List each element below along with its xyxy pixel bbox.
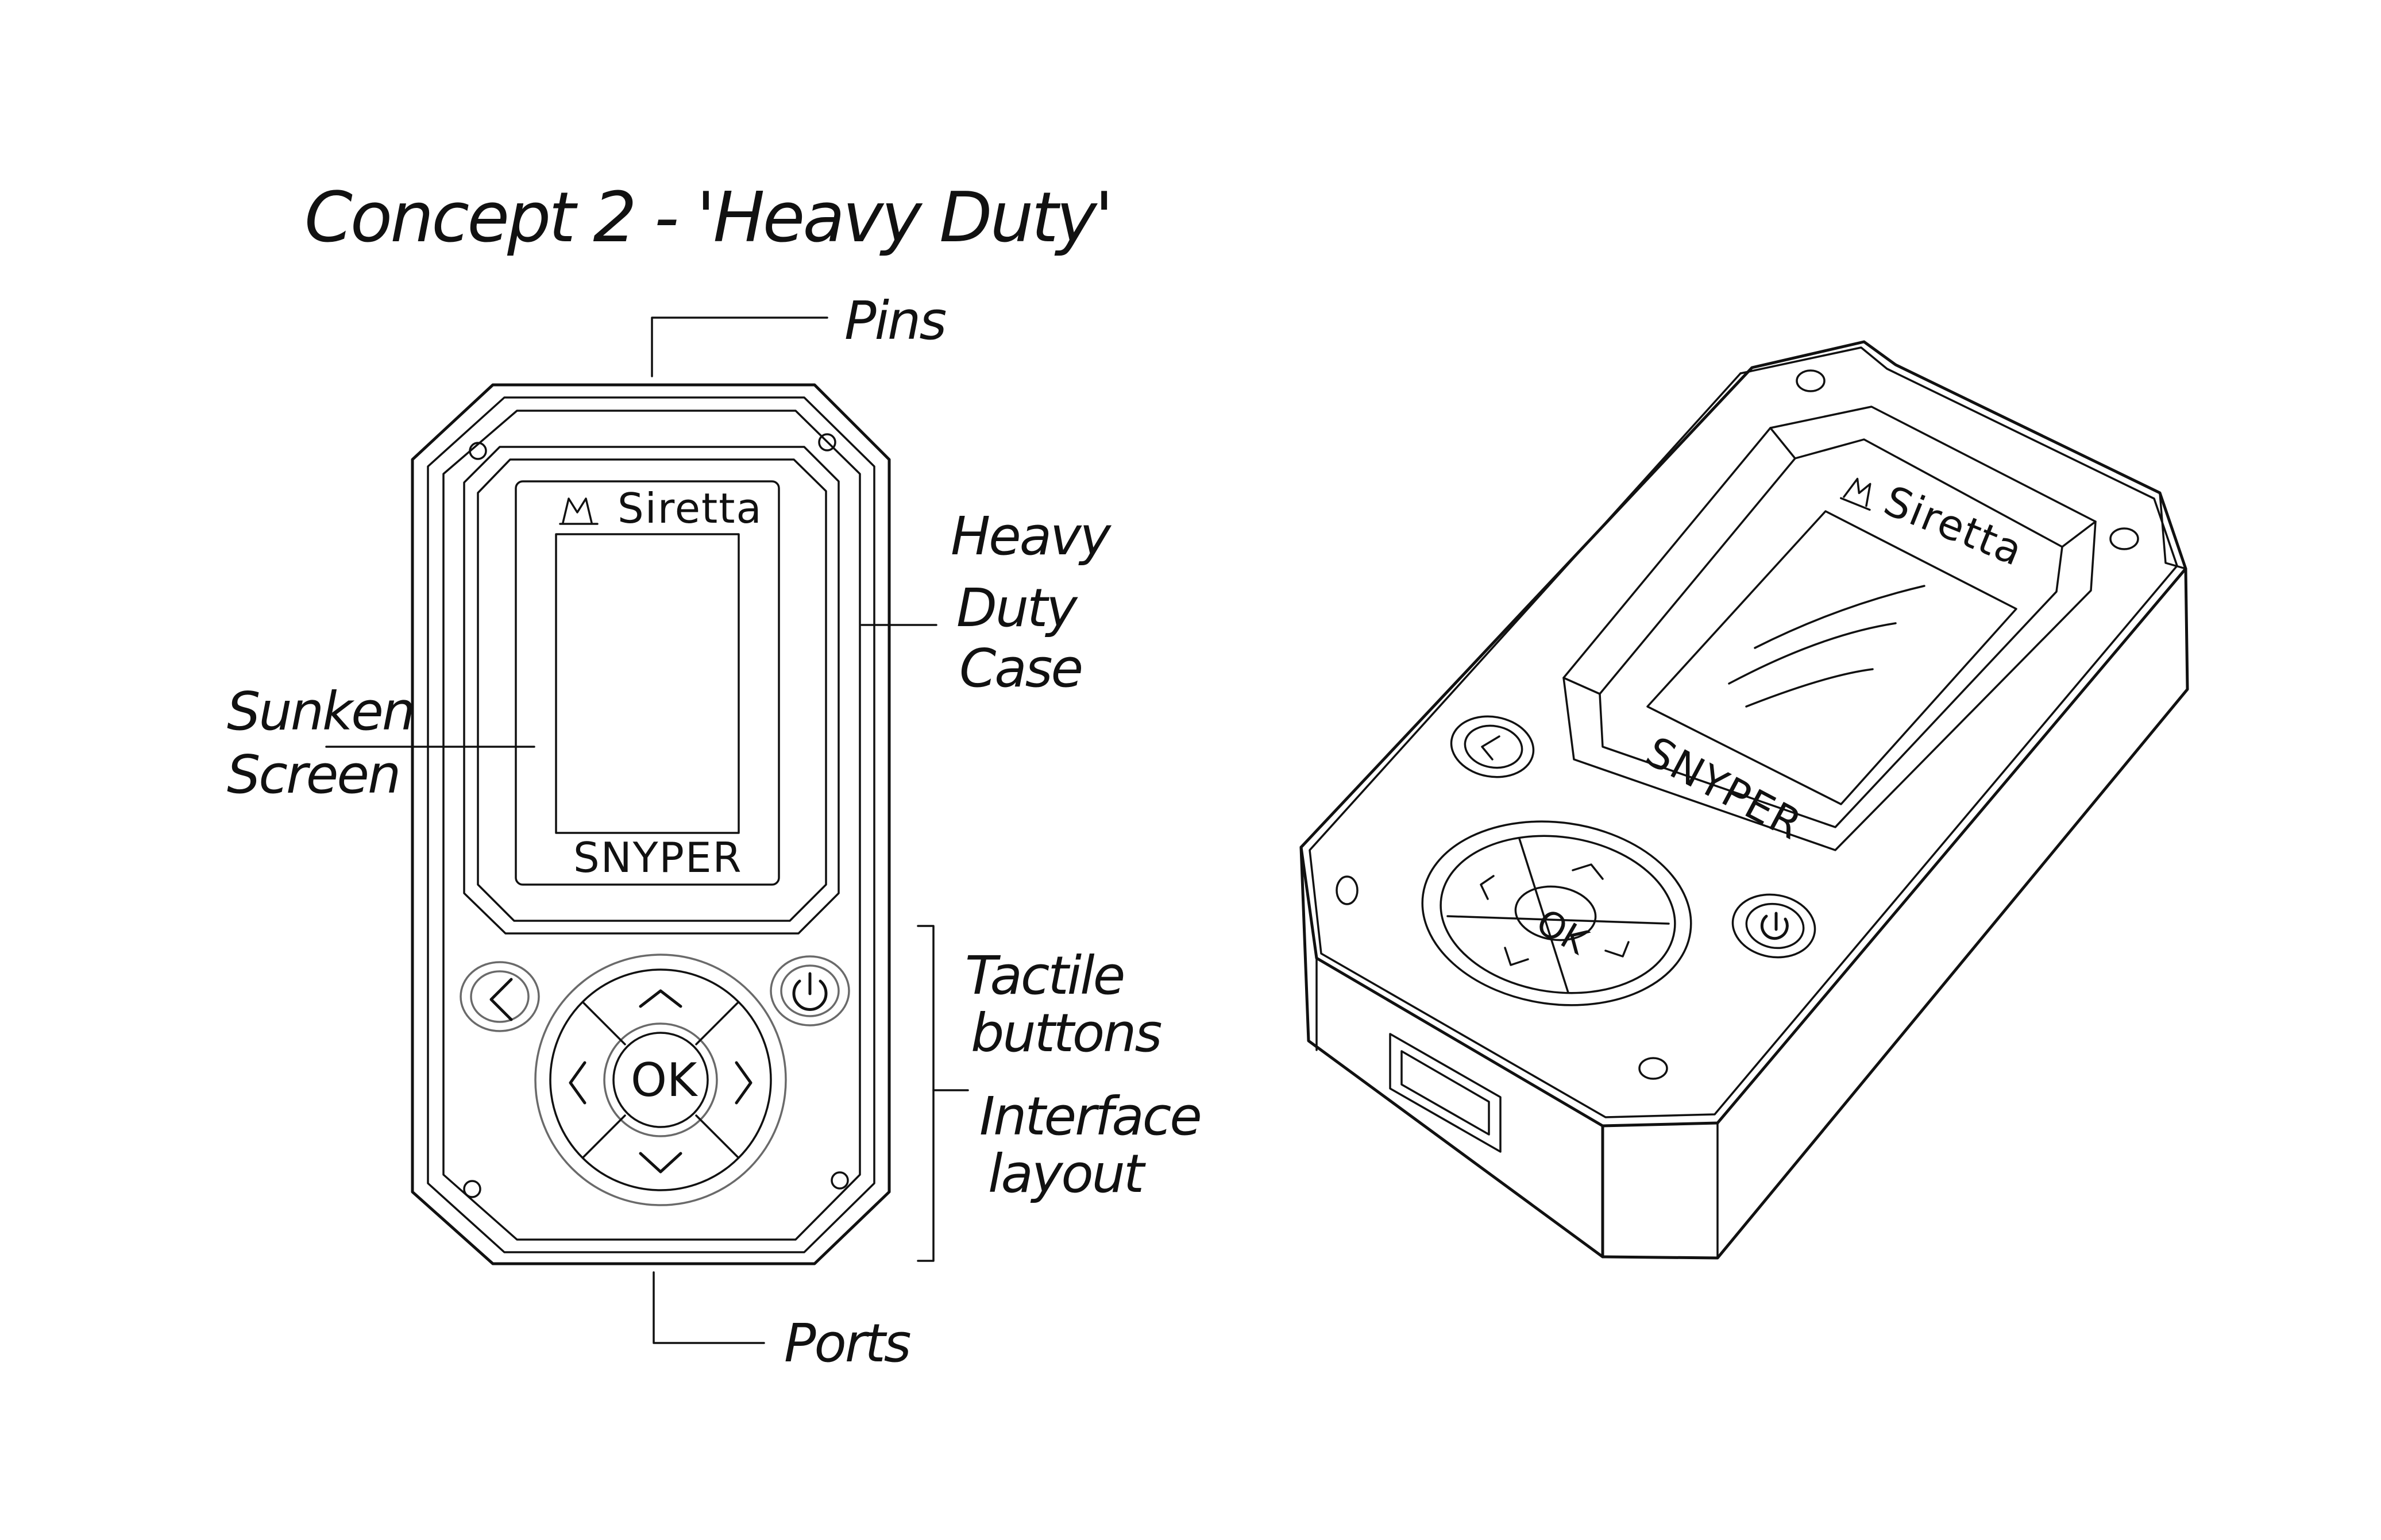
interface-label-line-2: layout [988, 1143, 1146, 1205]
screen-panel [515, 480, 780, 886]
ok-button-ring [603, 1022, 718, 1137]
front-screw-bottom-left [463, 1180, 481, 1198]
iso-dpad-right-icon [1604, 941, 1630, 958]
iso-dpad-up-icon [1572, 863, 1604, 880]
iso-ok-button [1514, 885, 1597, 941]
dpad-left-icon [569, 1061, 586, 1105]
back-button [470, 970, 530, 1023]
brand-name: Siretta [618, 484, 763, 532]
ok-button-label: OK [631, 1053, 699, 1107]
iso-screen-glare-3 [1745, 668, 1874, 708]
screen-label-line-1: Sunken [227, 681, 414, 742]
iso-back-button [1464, 724, 1523, 769]
iso-brand-logo-icon [1840, 477, 1871, 511]
iso-dpad-left-icon [1480, 875, 1495, 900]
iso-dpad-ring [1440, 835, 1676, 994]
screen-label-line-2: Screen [227, 744, 399, 805]
case-label-line-3: Case [959, 638, 1082, 699]
iso-front-side [1601, 567, 2189, 1260]
screen-bezel-outer [463, 446, 840, 935]
iso-back-arrow-icon [1481, 735, 1500, 761]
iso-well-edge-2 [2061, 520, 2097, 548]
dpad-divider-1 [582, 1001, 626, 1045]
case-label-line-2: Duty [956, 577, 1078, 639]
ports-label: Ports [784, 1313, 910, 1374]
sketch-title: Concept 2 - 'Heavy Duty' [304, 178, 1112, 258]
dpad-divider-3 [582, 1114, 626, 1159]
iso-ok-button-label: OK [1530, 901, 1596, 963]
power-icon [792, 972, 828, 1011]
front-screw-top-left [469, 442, 487, 460]
screen-display [555, 533, 740, 834]
tactile-label-line-1: Tactile [965, 945, 1124, 1006]
screen-bezel-inner [477, 458, 827, 922]
case-outer-outline [411, 383, 891, 1265]
interface-label-line-1: Interface [979, 1086, 1201, 1147]
dpad-divider-2 [695, 1001, 739, 1045]
iso-left-side [1299, 846, 1604, 1259]
pins-label: Pins [844, 290, 946, 352]
iso-port-inner [1400, 1050, 1490, 1136]
ports-leader-line [653, 1271, 765, 1344]
back-button-ring [460, 961, 540, 1032]
iso-screen-glare-1 [1754, 585, 1925, 649]
iso-dpad-divider-v [1518, 837, 1569, 994]
iso-well-edge-1 [1769, 427, 1796, 460]
iso-port [1389, 1033, 1502, 1153]
iso-dpad-outer-ring [1421, 820, 1692, 1006]
iso-dpad-divider-h [1446, 915, 1670, 925]
callouts: Pins Heavy Duty Case Sunken Screen Tacti… [227, 290, 1202, 1374]
iso-dpad-down-icon [1504, 947, 1529, 966]
front-screw-bottom-right [831, 1171, 849, 1190]
iso-well-edge-3 [1562, 677, 1601, 695]
dpad-divider-4 [695, 1114, 739, 1159]
iso-top-face [1299, 340, 2187, 1128]
tactile-label-line-2: buttons [971, 1002, 1161, 1064]
perspective-view-device: Siretta SNYPER OK [1299, 340, 2189, 1260]
brand-logo-icon [559, 497, 599, 525]
front-view-device: Siretta SNYPER OK [411, 383, 891, 1265]
iso-screw-3 [1336, 875, 1359, 905]
iso-screw-2 [2109, 527, 2139, 550]
pins-leader-line [651, 317, 828, 377]
dpad-ring [549, 968, 772, 1191]
iso-screen-well-inner [1599, 438, 2063, 828]
case-mid-outline [427, 396, 875, 1253]
dpad-right-icon [735, 1061, 752, 1105]
dpad-up-icon [639, 989, 682, 1008]
front-screw-top-right [818, 433, 836, 451]
iso-power-button-ring [1731, 893, 1816, 959]
case-label-line-1: Heavy [951, 505, 1112, 567]
dpad-down-icon [639, 1152, 682, 1174]
iso-screen-glare-2 [1728, 622, 1897, 685]
iso-power-button [1745, 902, 1805, 950]
buttons-bracket [917, 925, 935, 1262]
iso-back-button-ring [1450, 715, 1535, 778]
dpad-outer-ring [534, 954, 787, 1206]
iso-screw-1 [1796, 369, 1826, 392]
iso-top-rim [1309, 346, 2178, 1118]
iso-screen-well-outer [1562, 406, 2097, 851]
case-inner-outline [442, 410, 861, 1241]
iso-corner-notch [2159, 492, 2187, 570]
iso-power-icon [1760, 912, 1789, 940]
iso-brand-name: Siretta [1878, 476, 2031, 576]
power-button-ring [770, 955, 850, 1026]
power-button [780, 964, 840, 1017]
iso-screen-display [1646, 510, 2017, 805]
back-arrow-icon [489, 978, 513, 1021]
iso-screw-4 [1638, 1057, 1668, 1080]
ok-button [612, 1032, 709, 1128]
model-name: SNYPER [573, 833, 742, 882]
